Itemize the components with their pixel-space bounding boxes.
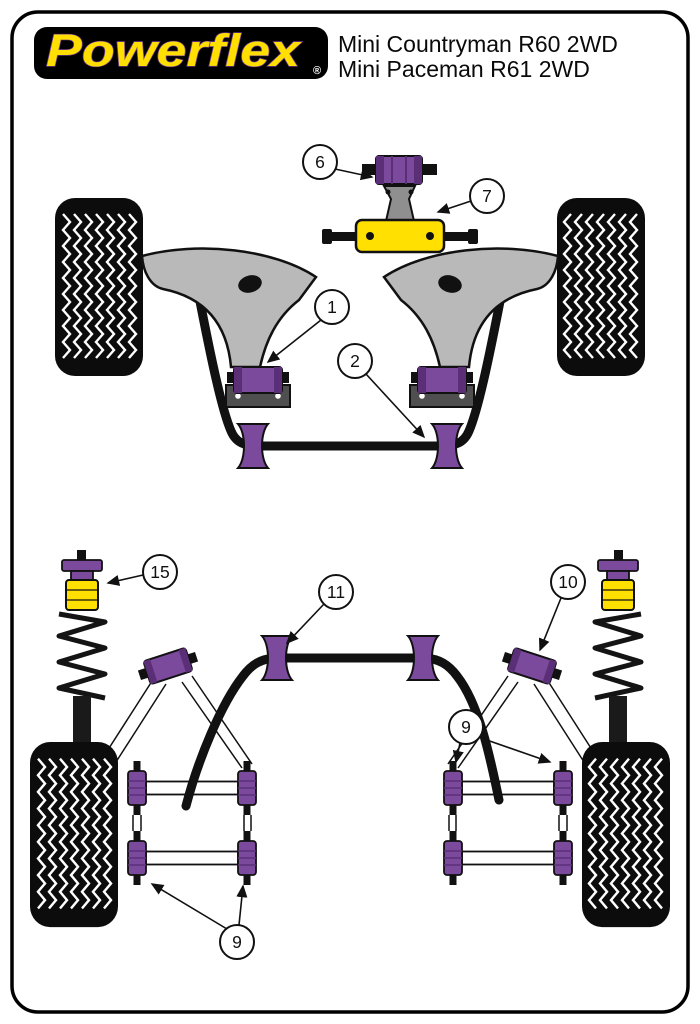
- callout-9-right-number: 9: [461, 717, 471, 737]
- callout-9-bottom-bubble: [219, 924, 255, 960]
- callout-9-bottom: 9: [150, 883, 255, 960]
- lower-engine-mount-yellow: [354, 218, 446, 254]
- callout-1: 1: [266, 289, 350, 363]
- callout-9-right-pointer-2: [480, 737, 552, 764]
- callout-9-bottom-number: 9: [232, 932, 242, 952]
- callout-15: 15: [106, 554, 178, 590]
- upper-bush-band-left: [376, 156, 384, 184]
- bracket-bolt-left: [385, 189, 391, 195]
- callout-9-right-bubble: [448, 709, 484, 745]
- callout-15-pointer: [106, 574, 144, 586]
- callout-15-number: 15: [150, 562, 169, 582]
- upper-bush-bolt-right: [421, 164, 437, 175]
- front-suspension-diagram: 6 7 1 2: [55, 144, 645, 469]
- logo-background: [34, 27, 328, 79]
- callout-6-bubble: [302, 144, 338, 180]
- callout-11: 11: [285, 574, 354, 645]
- brand-logo: Powerflex: [46, 25, 302, 76]
- callout-2-number: 2: [350, 351, 360, 371]
- front-left-wheel-assembly: [55, 198, 316, 407]
- callout-9-right-pointer-1: [452, 742, 464, 764]
- callout-6: 6: [302, 144, 374, 181]
- callout-7: 7: [436, 178, 505, 214]
- callout-7-bubble: [469, 178, 505, 214]
- front-anti-roll-bar: [192, 281, 508, 451]
- model-line-1: Mini Countryman R60 2WD: [338, 31, 618, 57]
- callout-10-bubble: [550, 564, 586, 600]
- callout-7-number: 7: [482, 186, 492, 206]
- bracket-bolt-right: [408, 189, 414, 195]
- callout-1-bubble: [314, 289, 350, 325]
- mount-hole-right: [426, 232, 434, 240]
- mount-bolt-shaft-left: [330, 232, 358, 241]
- callout-9-bottom-pointer-1: [150, 883, 228, 930]
- callout-9-right: 9: [448, 709, 552, 764]
- callout-11-bubble: [318, 574, 354, 610]
- callout-15-bubble: [142, 554, 178, 590]
- callout-6-number: 6: [315, 152, 325, 172]
- mount-bolt-shaft-right: [442, 232, 470, 241]
- callout-10-number: 10: [558, 572, 578, 592]
- callout-11-pointer: [285, 603, 325, 645]
- rear-left-wheel-assembly: [30, 550, 256, 927]
- mount-bolt-head-left: [322, 229, 332, 244]
- header: Powerflex ® Mini Countryman R60 2WD Mini…: [34, 24, 618, 82]
- callout-9-bottom-pointer-2: [236, 884, 248, 926]
- engine-mount-assembly: [322, 155, 478, 254]
- callout-1-number: 1: [327, 297, 337, 317]
- callout-10: 10: [539, 564, 586, 652]
- callout-6-pointer: [334, 168, 374, 181]
- callout-10-pointer: [539, 597, 562, 652]
- page-border: [10, 10, 690, 1014]
- registered-trademark-icon: ®: [313, 65, 321, 77]
- callout-11-number: 11: [327, 582, 345, 602]
- mount-bolt-head-right: [468, 229, 478, 244]
- mount-hole-left: [366, 232, 374, 240]
- callout-2-pointer: [365, 373, 426, 439]
- rear-suspension-diagram: 15 11 10 9 9: [30, 550, 670, 960]
- callout-2: 2: [337, 343, 426, 439]
- upper-bush-band-right: [414, 156, 422, 184]
- model-line-2: Mini Paceman R61 2WD: [338, 56, 590, 82]
- callout-1-pointer: [266, 319, 322, 363]
- callout-2-bubble: [337, 343, 373, 379]
- callout-7-pointer: [436, 200, 472, 214]
